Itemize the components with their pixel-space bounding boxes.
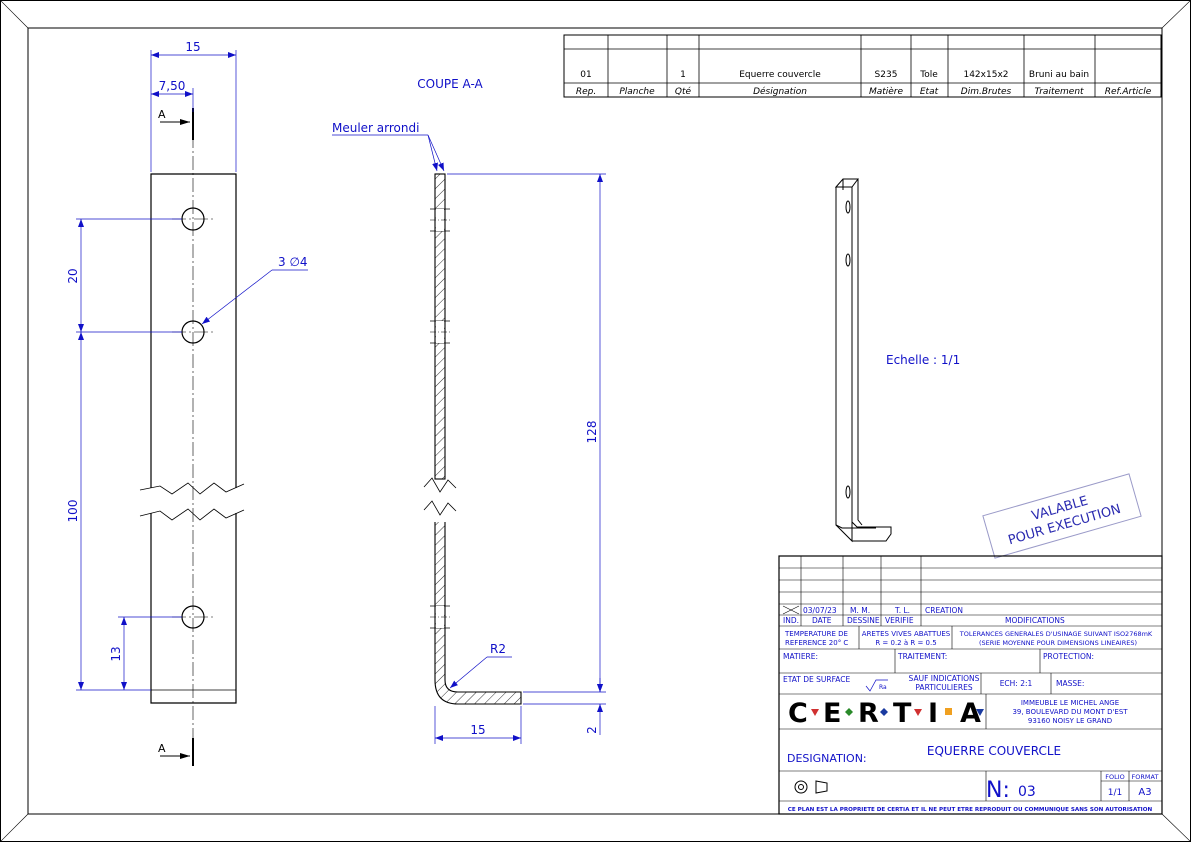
dim-hole-spacing: 20 — [66, 268, 80, 283]
row-traitement: Bruni au bain — [1029, 70, 1089, 80]
row-rep: 01 — [580, 70, 591, 80]
format-label: FORMAT — [1132, 773, 1159, 781]
section-title: COUPE A-A — [417, 77, 483, 91]
logo-letter-r: R — [858, 698, 879, 729]
logo-letter-t: T — [893, 698, 912, 729]
validation-stamp: VALABLE POUR EXECUTION — [982, 473, 1142, 559]
inner-frame — [27, 27, 1163, 815]
logo-letter-c: C — [788, 698, 808, 729]
format-value: A3 — [1138, 787, 1151, 798]
material-label: MATIERE: — [783, 652, 818, 661]
grinding-note: Meuler arrondi — [332, 121, 419, 135]
dim-width: 15 — [185, 40, 200, 54]
header-rep: Rep. — [576, 87, 596, 97]
designation-value: EQUERRE COUVERCLE — [927, 744, 1061, 758]
address-line-2: 39, BOULEVARD DU MONT D'EST — [1012, 708, 1128, 716]
mass-label: MASSE: — [1056, 679, 1084, 688]
aretes-line-2: R = 0.2 à R = 0.5 — [875, 639, 936, 647]
logo-letter-i: I — [928, 698, 938, 729]
row-qte: 1 — [680, 70, 686, 80]
header-dim-brutes: Dim.Brutes — [961, 87, 1012, 97]
rev-date: 03/07/23 — [803, 606, 837, 615]
dim-radius: R2 — [490, 642, 506, 656]
scale-label: Echelle : 1/1 — [886, 353, 960, 367]
drawing-number: 03 — [1018, 784, 1036, 800]
folio-label: FOLIO — [1105, 773, 1125, 781]
surface-label: ETAT DE SURFACE — [783, 675, 850, 684]
header-matiere: Matière — [869, 86, 904, 97]
section-view: COUPE A-A Meuler — [332, 77, 606, 744]
scale-value: ECH: 2:1 — [1000, 679, 1033, 688]
row-dim-brutes: 142x15x2 — [963, 70, 1008, 80]
section-mark-bottom: A — [158, 742, 166, 755]
address-line-1: IMMEUBLE LE MICHEL ANGE — [1021, 699, 1119, 707]
iso-view — [834, 178, 892, 543]
dim-foot: 15 — [470, 723, 485, 737]
tolerance-line-2: (SERIE MOYENNE POUR DIMENSIONS LINEAIRES… — [979, 639, 1137, 647]
row-designation: Equerre couvercle — [739, 70, 821, 80]
header-designation: Désignation — [753, 86, 807, 97]
sauf-line-2: PARTICULIERES — [915, 683, 972, 692]
title-block: 03/07/23 M. M. T. L. CREATION IND. DATE … — [778, 555, 1163, 815]
ownership-footer: CE PLAN EST LA PROPRIETE DE CERTIA ET IL… — [788, 807, 1153, 813]
folio-value: 1/1 — [1108, 788, 1122, 798]
dim-long-spacing: 100 — [66, 500, 80, 523]
logo-letter-a: A — [960, 698, 981, 729]
header-traitement: Traitement — [1034, 87, 1084, 97]
address-line-3: 93160 NOISY LE GRAND — [1028, 717, 1112, 725]
treatment-label: TRAITEMENT: — [897, 652, 947, 661]
logo-letter-e: E — [823, 698, 841, 729]
section-mark-top: A — [158, 108, 166, 121]
rev-header-ind: IND. — [783, 616, 799, 625]
front-view: A A 15 7,50 20 100 13 — [66, 40, 308, 766]
rev-drawn-by: M. M. — [850, 606, 870, 615]
temp-line-1: TEMPERATURE DE — [784, 630, 848, 638]
header-planche: Planche — [619, 87, 655, 97]
logo-dots — [811, 708, 984, 716]
dim-half-width: 7,50 — [159, 79, 186, 93]
projection-symbol-icon — [794, 780, 828, 794]
tolerance-line-1: TOLERANCES GENERALES D'USINAGE SUIVANT I… — [959, 630, 1153, 638]
rev-header-dessine: DESSINE — [847, 616, 880, 625]
hole-callout: 3 ∅4 — [278, 255, 308, 269]
rev-header-verifie: VERIFIE — [885, 616, 914, 625]
rev-header-date: DATE — [812, 616, 832, 625]
dim-height: 128 — [585, 421, 599, 444]
rev-checked-by: T. L. — [894, 606, 910, 615]
row-etat: Tole — [919, 70, 938, 80]
parts-list-table: 01 1 Equerre couvercle S235 Tole 142x15x… — [563, 34, 1162, 98]
protection-label: PROTECTION: — [1043, 652, 1094, 661]
rev-header-modifications: MODIFICATIONS — [1005, 616, 1065, 625]
header-etat: Etat — [920, 87, 939, 97]
header-qte: Qté — [675, 86, 692, 97]
aretes-line-1: ARETES VIVES ABATTUES — [862, 630, 951, 638]
dim-thickness: 2 — [585, 726, 599, 734]
rev-modification: CREATION — [925, 606, 963, 615]
sauf-line-1: SAUF INDICATIONS — [909, 674, 980, 683]
dim-bottom-offset: 13 — [109, 646, 123, 661]
ra-symbol: Ra — [879, 684, 887, 691]
header-ref-article: Ref.Article — [1105, 87, 1152, 97]
row-matiere: S235 — [875, 70, 898, 80]
temp-line-2: REFERENCE 20° C — [785, 639, 848, 647]
number-label: N: — [986, 778, 1010, 803]
designation-label: DESIGNATION: — [787, 752, 867, 765]
